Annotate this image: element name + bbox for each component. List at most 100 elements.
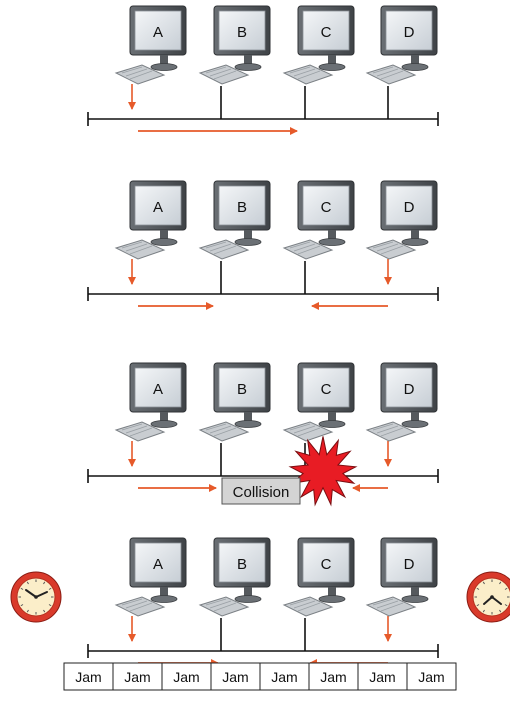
clock-tick: [499, 609, 502, 613]
keyboard-keys: [289, 66, 321, 80]
computer-label: B: [237, 199, 247, 216]
monitor-base: [318, 238, 346, 246]
collision-burst-icon: [288, 436, 358, 507]
computer-label: A: [153, 199, 163, 216]
monitor-screen: [134, 185, 182, 226]
collision-label-box: [221, 477, 301, 505]
clock-hand: [25, 589, 37, 598]
monitor-screen: [302, 542, 350, 583]
clock-tick: [504, 587, 508, 590]
computer-label: B: [237, 24, 247, 41]
jam-label: Jam: [75, 669, 101, 685]
monitor-base: [401, 595, 429, 603]
clock-tick: [48, 604, 52, 607]
keyboard-keys: [121, 241, 153, 255]
jam-label: Jam: [173, 669, 199, 685]
clock-tick: [43, 581, 46, 585]
clock-hand: [35, 591, 48, 598]
computer-label: C: [321, 24, 332, 41]
computer-label: C: [321, 199, 332, 216]
keyboard-keys: [121, 423, 153, 437]
monitor-screen: [218, 10, 266, 51]
monitor-stand: [244, 230, 252, 240]
monitor-screen: [218, 367, 266, 408]
jam-label: Jam: [369, 669, 395, 685]
monitor-stand: [328, 412, 336, 422]
monitor-stand: [160, 230, 168, 240]
monitor-base: [150, 420, 178, 428]
monitor-base: [234, 420, 262, 428]
monitor-base: [150, 63, 178, 71]
monitor-base: [318, 63, 346, 71]
computer-label: D: [404, 381, 415, 398]
monitor-stand: [244, 55, 252, 65]
computer-label: D: [404, 199, 415, 216]
monitor-stand: [411, 412, 419, 422]
keyboard: [114, 239, 166, 260]
monitor-stand: [411, 230, 419, 240]
monitor-base: [401, 63, 429, 71]
keyboard: [114, 421, 166, 442]
monitor-stand: [160, 55, 168, 65]
jam-cell: [63, 662, 114, 691]
backoff-timer-right-icon: [466, 571, 510, 623]
monitor-screen: [385, 367, 433, 408]
clock-tick: [482, 609, 485, 613]
jam-cell: [259, 662, 310, 691]
monitor-base: [401, 238, 429, 246]
keyboard-keys: [205, 423, 237, 437]
computer-label: B: [237, 556, 247, 573]
clock-tick: [504, 604, 508, 607]
keyboard: [114, 64, 166, 85]
keyboard: [114, 596, 166, 617]
jam-label: Jam: [418, 669, 444, 685]
clock-tick: [43, 609, 46, 613]
computer-label: C: [321, 381, 332, 398]
clock-tick: [476, 587, 480, 590]
keyboard: [282, 64, 334, 85]
keyboard: [365, 64, 417, 85]
keyboard-keys: [372, 66, 404, 80]
monitor-base: [401, 420, 429, 428]
clock-tick: [26, 609, 29, 613]
keyboard-keys: [205, 241, 237, 255]
monitor-screen: [302, 10, 350, 51]
computer-label: D: [404, 556, 415, 573]
keyboard: [282, 421, 334, 442]
monitor-screen: [218, 185, 266, 226]
jam-label: Jam: [320, 669, 346, 685]
monitor-screen: [385, 542, 433, 583]
jam-label: Jam: [222, 669, 248, 685]
clock-tick: [20, 604, 24, 607]
keyboard: [282, 596, 334, 617]
monitor-base: [234, 63, 262, 71]
keyboard-keys: [121, 598, 153, 612]
monitor-base: [150, 595, 178, 603]
monitor-base: [318, 420, 346, 428]
jam-label: Jam: [124, 669, 150, 685]
keyboard: [365, 421, 417, 442]
backoff-timer-left-icon: [10, 571, 62, 623]
monitor-base: [150, 238, 178, 246]
computer-label: C: [321, 556, 332, 573]
clock-center: [490, 595, 494, 599]
monitor-stand: [328, 230, 336, 240]
collision-callout: Collision: [221, 436, 358, 507]
keyboard: [198, 239, 250, 260]
keyboard: [282, 239, 334, 260]
monitor-screen: [134, 542, 182, 583]
clock-tick: [48, 587, 52, 590]
monitor-base: [234, 238, 262, 246]
keyboard: [198, 421, 250, 442]
keyboard-keys: [205, 598, 237, 612]
computer-label: A: [153, 24, 163, 41]
jam-cell: [308, 662, 359, 691]
computer-label: B: [237, 381, 247, 398]
scenario-2: A B C D: [87, 180, 439, 310]
monitor-screen: [385, 185, 433, 226]
keyboard-keys: [372, 598, 404, 612]
